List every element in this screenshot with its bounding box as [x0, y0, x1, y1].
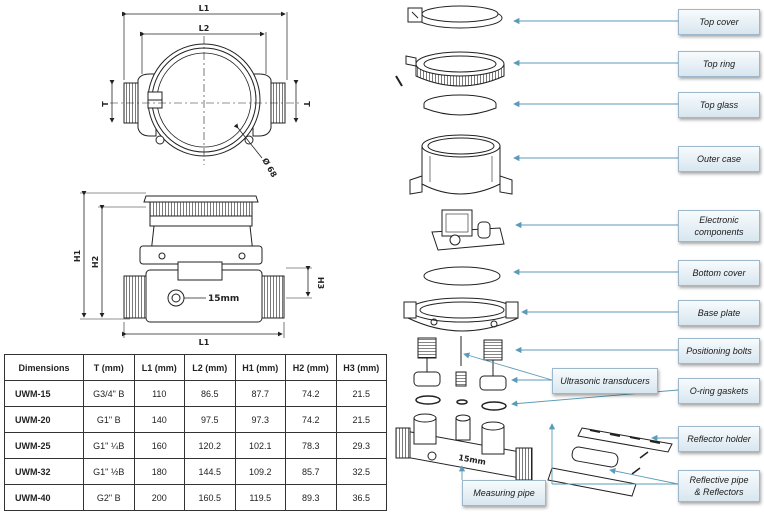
table-cell: 29.3 — [335, 432, 387, 459]
table-cell: G1" ½B — [83, 458, 135, 485]
table-cell: G2" B — [83, 484, 135, 511]
table-row: UWM-15 G3/4" B 110 86.5 87.7 74.2 21.5 — [4, 380, 387, 407]
table-cell: 97.5 — [184, 406, 236, 433]
header-h2: H2 (mm) — [285, 354, 337, 381]
callout-positioning-bolts: Positioning bolts — [678, 338, 760, 364]
table-cell: UWM-32 — [4, 458, 84, 485]
side-orifice-label: 15mm — [208, 294, 239, 304]
table-cell: 160.5 — [184, 484, 236, 511]
table-cell: 89.3 — [285, 484, 337, 511]
table-cell: 85.7 — [285, 458, 337, 485]
top-T-left-label: T — [101, 101, 110, 107]
table-cell: 21.5 — [335, 380, 387, 407]
table-row: UWM-20 G1" B 140 97.5 97.3 74.2 21.5 — [4, 406, 387, 433]
side-H3-label: H3 — [316, 277, 325, 289]
leader-lines — [458, 17, 679, 485]
table-cell: 36.5 — [335, 484, 387, 511]
table-cell: 109.2 — [234, 458, 286, 485]
table-cell: 140 — [133, 406, 185, 433]
side-view-drawing — [80, 191, 312, 338]
electronic-components-line-2: components — [694, 227, 744, 237]
table-cell: 110 — [133, 380, 185, 407]
base-plate-part — [403, 297, 519, 332]
electronic-components-part — [431, 209, 505, 251]
table-row: UWM-25 G1" ¼B 160 120.2 102.1 78.3 29.3 — [4, 432, 387, 459]
table-cell: 74.2 — [285, 380, 337, 407]
table-cell: G3/4" B — [83, 380, 135, 407]
side-H1-label: H1 — [73, 249, 82, 262]
top-diameter-label: Ø 68 — [260, 156, 279, 179]
table-cell: 78.3 — [285, 432, 337, 459]
reflective-pipe-line-2: & Reflectors — [694, 487, 744, 497]
table-cell: 86.5 — [184, 380, 236, 407]
callout-top-glass: Top glass — [678, 92, 760, 118]
table-cell: UWM-40 — [4, 484, 84, 511]
header-l2: L2 (mm) — [184, 354, 236, 381]
top-view-drawing — [109, 11, 300, 165]
reflective-pipe-line-1: Reflective pipe — [689, 475, 749, 485]
reflective-pipe-part — [547, 446, 649, 497]
table-cell: G1" ¼B — [83, 432, 135, 459]
table-cell: UWM-20 — [4, 406, 84, 433]
top-T-right-label: T — [302, 101, 311, 107]
table-cell: 120.2 — [184, 432, 236, 459]
table-cell: G1" B — [83, 406, 135, 433]
callout-ultrasonic-transducers: Ultrasonic transducers — [552, 368, 658, 394]
o-ring-gaskets-part — [415, 395, 507, 411]
top-ring-part — [395, 51, 505, 87]
positioning-bolt-part — [455, 336, 467, 387]
callout-bottom-cover: Bottom cover — [678, 260, 760, 286]
table-cell: 160 — [133, 432, 185, 459]
callout-electronic-components: Electronic components — [678, 210, 760, 242]
table-header-row: Dimensions T (mm) L1 (mm) L2 (mm) H1 (mm… — [4, 354, 387, 381]
exploded-view-drawing — [395, 5, 673, 497]
callout-o-ring-gaskets: O-ring gaskets — [678, 378, 760, 404]
top-L1-label: L1 — [199, 4, 210, 13]
table-row: UWM-32 G1" ½B 180 144.5 109.2 85.7 32.5 — [4, 458, 387, 485]
table-row: UWM-40 G2" B 200 160.5 119.5 89.3 36.5 — [4, 484, 387, 511]
callout-measuring-pipe: Measuring pipe — [462, 480, 546, 506]
header-dimensions: Dimensions — [4, 354, 84, 381]
header-t: T (mm) — [83, 354, 135, 381]
table-cell: UWM-15 — [4, 380, 84, 407]
side-H2-label: H2 — [91, 256, 100, 268]
table-cell: 102.1 — [234, 432, 286, 459]
outer-case-part — [409, 134, 513, 195]
table-cell: 87.7 — [234, 380, 286, 407]
callout-top-ring: Top ring — [678, 51, 760, 77]
callout-reflective-pipe: Reflective pipe & Reflectors — [678, 470, 760, 502]
callout-base-plate: Base plate — [678, 300, 760, 326]
reflector-holder-part — [577, 427, 673, 453]
dimensions-table: Dimensions T (mm) L1 (mm) L2 (mm) H1 (mm… — [4, 354, 387, 511]
table-cell: 21.5 — [335, 406, 387, 433]
table-cell: 200 — [133, 484, 185, 511]
header-l1: L1 (mm) — [133, 354, 185, 381]
callout-reflector-holder: Reflector holder — [678, 426, 760, 452]
header-h3: H3 (mm) — [335, 354, 387, 381]
table-cell: 97.3 — [234, 406, 286, 433]
side-L1-label: L1 — [199, 338, 210, 347]
table-cell: 180 — [133, 458, 185, 485]
callout-electronic-components-text: Electronic components — [694, 214, 743, 238]
measuring-pipe-part — [395, 413, 533, 481]
table-cell: 119.5 — [234, 484, 286, 511]
table-cell: 144.5 — [184, 458, 236, 485]
callout-outer-case: Outer case — [678, 146, 760, 172]
top-glass-part — [423, 94, 497, 116]
table-cell: 32.5 — [335, 458, 387, 485]
electronic-components-line-1: Electronic — [699, 215, 739, 225]
callout-top-cover: Top cover — [678, 9, 760, 35]
table-cell: 74.2 — [285, 406, 337, 433]
callout-reflective-pipe-text: Reflective pipe & Reflectors — [689, 474, 748, 498]
bottom-cover-part — [423, 266, 501, 286]
top-L2-label: L2 — [199, 24, 210, 33]
transducer-left-part — [413, 337, 441, 387]
header-h1: H1 (mm) — [234, 354, 286, 381]
top-cover-part — [407, 5, 503, 29]
table-cell: UWM-25 — [4, 432, 84, 459]
